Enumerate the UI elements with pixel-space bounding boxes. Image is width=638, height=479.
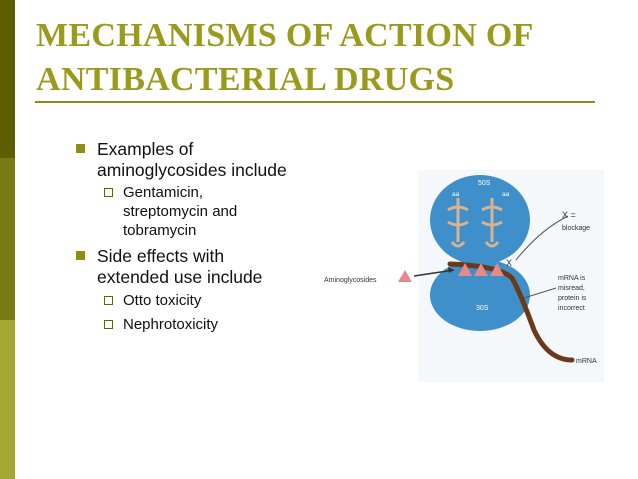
sub-bullet-2-1-line-1: Otto toxicity <box>123 292 202 309</box>
label-mrna-misread-2: misread, <box>558 285 585 292</box>
bullet-1-line-2: aminoglycosides include <box>97 160 287 180</box>
label-mrna-misread-4: incorrect <box>558 305 585 312</box>
title-underline <box>35 101 595 103</box>
label-aa-left: aa <box>452 191 460 198</box>
label-50s: 50S <box>478 180 491 187</box>
label-mrna-misread-3: protein is <box>558 295 587 302</box>
sub-bullet-1-1-line-1: Gentamicin, <box>123 184 204 201</box>
bullet-2-line-2: extended use include <box>97 267 263 287</box>
mrna-strand <box>447 261 575 363</box>
blockage-leader-line <box>515 215 569 261</box>
sub-bullet-marker-2-1 <box>104 296 113 305</box>
sub-bullet-2-1-text: Otto toxicity <box>123 291 201 310</box>
sidebar-segment-dark <box>0 0 15 158</box>
misread-leader-line <box>523 287 557 299</box>
sub-bullet-marker-1-1 <box>104 188 113 197</box>
bullet-marker-1 <box>76 144 85 153</box>
sidebar-segment-mid <box>0 158 15 320</box>
slide-title: MECHANISMS OF ACTION OF ANTIBACTERIAL DR… <box>36 14 616 102</box>
sub-bullet-1-1-text: Gentamicin, streptomycin and tobramycin <box>123 183 237 240</box>
ribosome-50s-subunit <box>430 175 530 265</box>
label-aa-right: aa <box>502 191 510 198</box>
bullet-marker-2 <box>76 251 85 260</box>
label-aminoglycosides: Aminoglycosides <box>324 277 377 284</box>
sub-bullet-1-1-line-2: streptomycin and <box>123 203 238 220</box>
aminoglycoside-triangle-bound-2 <box>474 263 488 276</box>
sidebar-segment-light <box>0 320 15 479</box>
sub-bullet-marker-2-2 <box>104 320 113 329</box>
blockage-x-mark: X <box>506 258 512 268</box>
drug-arrow-line <box>413 269 455 277</box>
ribosome-30s-subunit <box>430 259 530 331</box>
sub-bullet-2-2-text: Nephrotoxicity <box>123 315 218 334</box>
bullet-1-text: Examples of aminoglycosides include <box>97 139 287 181</box>
bullet-2-text: Side effects with extended use include <box>97 246 262 288</box>
trna-right <box>481 198 503 248</box>
aminoglycoside-triangle-bound-3 <box>490 263 504 276</box>
label-mrna: mRNA <box>576 358 597 365</box>
drug-arrow-head <box>448 267 454 273</box>
slide-title-line-1: MECHANISMS OF ACTION OF <box>36 17 534 54</box>
label-blockage: blockage <box>562 225 590 232</box>
aminoglycoside-triangle-bound-1 <box>458 263 472 276</box>
bullet-2-line-1: Side effects with <box>97 246 225 266</box>
sidebar-strip <box>0 0 15 479</box>
label-30s: 30S <box>476 305 489 312</box>
aminoglycoside-mechanism-diagram: 50S aa aa 30S X X = blockage Aminoglycos… <box>324 170 604 382</box>
label-mrna-misread-1: mRNA is <box>558 275 586 282</box>
sub-bullet-2-2-line-1: Nephrotoxicity <box>123 316 219 333</box>
trna-left <box>447 198 469 248</box>
label-x-equals: X = <box>562 210 576 220</box>
slide-title-line-2: ANTIBACTERIAL DRUGS <box>36 61 455 98</box>
aminoglycoside-triangle-free <box>398 270 412 282</box>
bullet-1-line-1: Examples of <box>97 139 194 159</box>
sub-bullet-1-1-line-3: tobramycin <box>123 222 197 239</box>
